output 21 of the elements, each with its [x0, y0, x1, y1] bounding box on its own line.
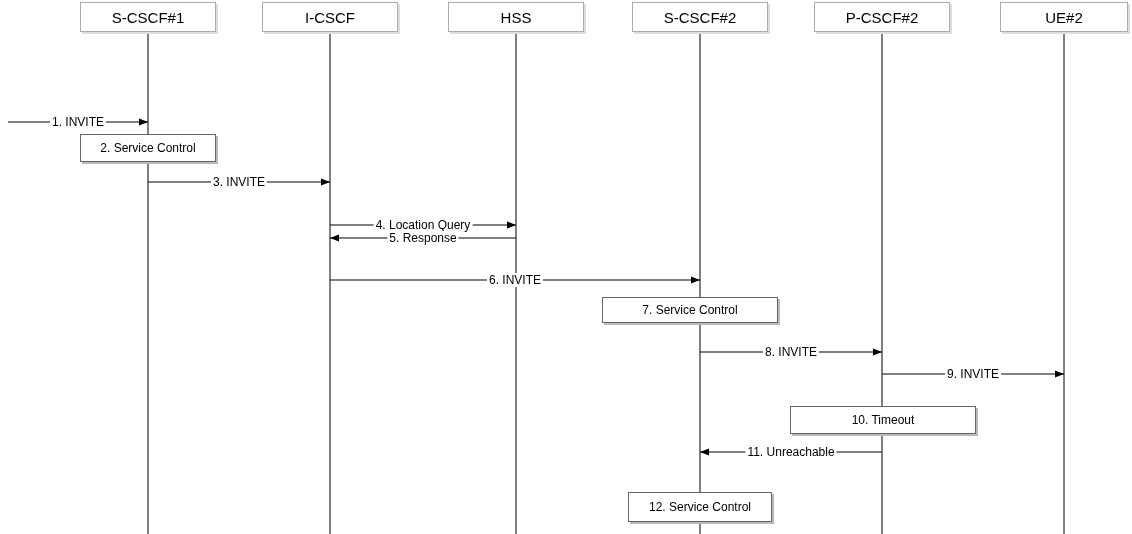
edge-label: 3. INVITE [211, 175, 267, 189]
edge-label: 11. Unreachable [745, 445, 837, 459]
edge-label: 9. INVITE [945, 367, 1001, 381]
action-box [790, 406, 976, 434]
action-box [628, 492, 772, 522]
edge-label: 8. INVITE [763, 345, 819, 359]
edge-label: 1. INVITE [50, 115, 106, 129]
participant-name: S-CSCF#2 [663, 8, 737, 26]
action-box [602, 297, 778, 323]
action-text: 10. Timeout [851, 413, 915, 427]
action-text: 12. Service Control [648, 500, 751, 514]
participant-name: UE#2 [1045, 8, 1083, 26]
participant-name: I-CSCF [305, 8, 355, 26]
edge-label: 6. INVITE [487, 273, 543, 287]
action-text: 2. Service Control [100, 141, 196, 155]
participant-name: HSS [500, 8, 532, 26]
participant-name: S-CSCF#1 [111, 8, 185, 26]
edge-label: 5. Response [387, 231, 459, 245]
edge-label: 4. Location Query [373, 218, 473, 232]
action-text: 7. Service Control [642, 303, 738, 317]
participant-name: P-CSCF#2 [845, 8, 919, 26]
